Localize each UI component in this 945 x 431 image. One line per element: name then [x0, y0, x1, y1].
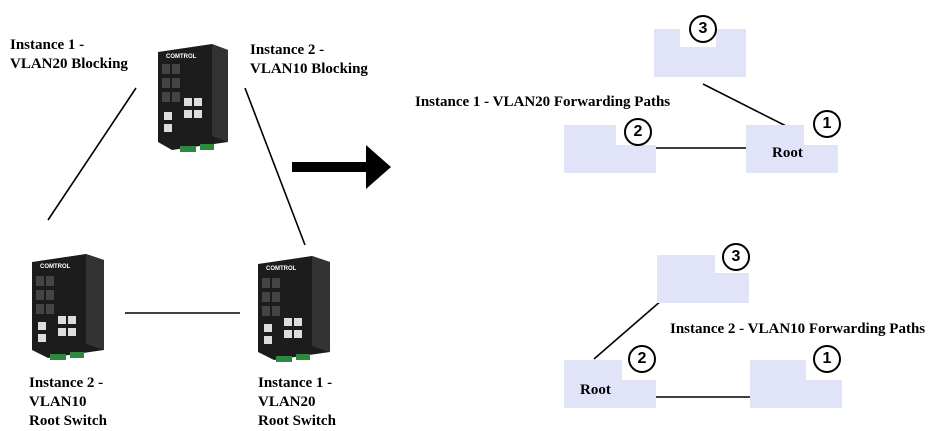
label-line: Instance 1 - [258, 375, 333, 391]
instance1-vlan20-root-switch-label: Instance 1 - VLAN20 Root Switch [258, 374, 336, 431]
vlan20-node-2-number: 2 [624, 118, 652, 146]
vlan20-root-label: Root [772, 145, 803, 161]
label-line: VLAN20 Blocking [10, 56, 128, 72]
vlan10-node-3-number: 3 [722, 243, 750, 271]
instance1-vlan20-blocking-label: Instance 1 - VLAN20 Blocking [10, 36, 128, 74]
link-top-to-bottom-right [244, 87, 306, 246]
vlan20-link-3-to-1 [702, 83, 791, 129]
switch-brand-text: COMTROL [40, 264, 71, 270]
vlan10-node-2-number: 2 [628, 345, 656, 373]
link-top-to-bottom-left [47, 87, 137, 221]
switch-bottom-right-icon: COMTROL [258, 256, 330, 362]
label-line: VLAN20 [258, 394, 316, 410]
vlan20-node-1-number: 1 [813, 110, 841, 138]
vlan10-root-label: Root [580, 382, 611, 398]
vlan10-forwarding-title: Instance 2 - VLAN10 Forwarding Paths [670, 321, 926, 337]
label-line: VLAN10 Blocking [250, 61, 368, 77]
vlan20-node-3-number: 3 [689, 15, 717, 43]
switch-brand-text: COMTROL [266, 266, 297, 272]
vlan20-forwarding-title: Instance 1 - VLAN20 Forwarding Paths [415, 94, 671, 110]
instance2-vlan10-blocking-label: Instance 2 - VLAN10 Blocking [250, 41, 368, 79]
vlan10-link-3-to-2 [593, 299, 663, 360]
label-line: Root Switch [29, 413, 107, 429]
switch-brand-text: COMTROL [166, 54, 197, 60]
label-line: VLAN10 [29, 394, 87, 410]
switch-top-icon: COMTROL [158, 44, 228, 152]
label-line: Instance 2 - [250, 42, 325, 58]
label-line: Root Switch [258, 413, 336, 429]
vlan10-node-1-number: 1 [813, 345, 841, 373]
label-line: Instance 1 - [10, 37, 85, 53]
label-line: Instance 2 - [29, 375, 104, 391]
transition-arrow [292, 145, 391, 189]
switch-bottom-left-icon: COMTROL [32, 254, 104, 360]
instance2-vlan10-root-switch-label: Instance 2 - VLAN10 Root Switch [29, 374, 107, 431]
